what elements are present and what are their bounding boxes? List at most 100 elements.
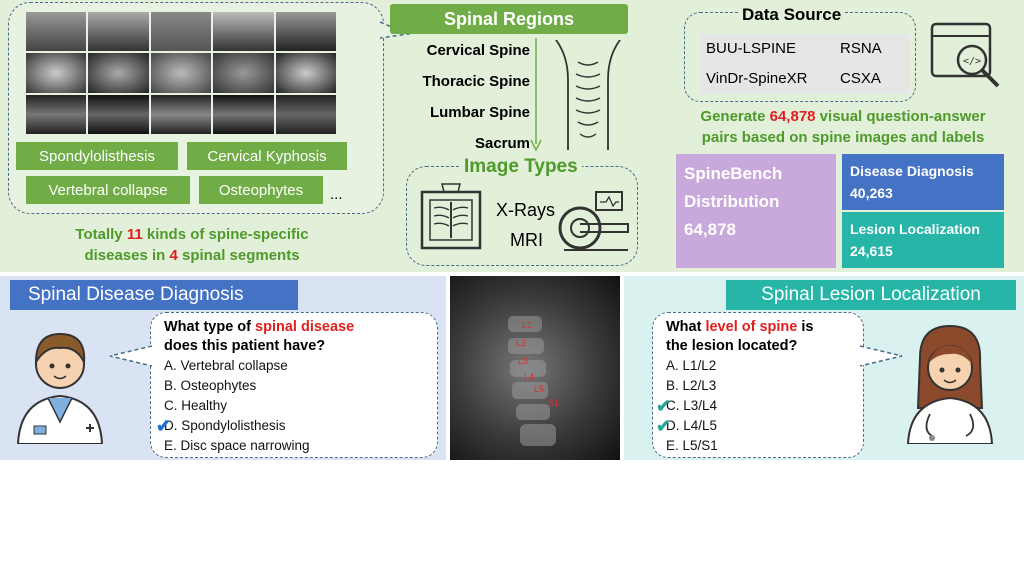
xray-thumbnail bbox=[275, 53, 336, 93]
doctor-male-avatar bbox=[16, 332, 104, 444]
xray-icon bbox=[420, 183, 482, 250]
doctor-female-avatar bbox=[906, 324, 994, 444]
xray-thumbnail bbox=[213, 12, 274, 52]
mri-scanner-icon bbox=[558, 191, 629, 251]
question-highlight: spinal disease bbox=[255, 319, 355, 335]
localization-options: A. L1/L2 B. L2/L3 C. L3/L4 D. L4/L5 E. L… bbox=[666, 356, 862, 456]
generate-text-part: pairs based on spine images and labels bbox=[701, 129, 985, 146]
mri-thumbnail bbox=[275, 94, 336, 134]
distribution-total: 64,878 bbox=[684, 220, 736, 239]
vertebra-label: L1 bbox=[522, 320, 533, 330]
diagnosis-question: What type of spinal disease does this pa… bbox=[164, 318, 434, 456]
distribution-value: 24,615 bbox=[850, 243, 893, 259]
mri-thumbnail bbox=[26, 94, 87, 134]
vertebra-label: S1 bbox=[548, 398, 560, 408]
regions-list: Cervical Spine Thoracic Spine Lumbar Spi… bbox=[398, 42, 530, 166]
arrow-down-icon bbox=[530, 38, 542, 152]
image-types-title: Image Types bbox=[460, 156, 582, 178]
mri-thumbnail bbox=[213, 94, 274, 134]
disease-count: 11 bbox=[126, 226, 143, 243]
distribution-label: Lesion Localization bbox=[850, 221, 980, 237]
xray-thumbnail-grid bbox=[26, 12, 336, 134]
diagnosis-options: A. Vertebral collapse B. Osteophytes C. … bbox=[164, 356, 434, 456]
generate-text: Generate 64,878 visual question-answer p… bbox=[662, 106, 1024, 148]
question-text: What type of bbox=[164, 319, 256, 335]
question-highlight: level of spine bbox=[705, 319, 798, 335]
localization-title: Spinal Lesion Localization bbox=[726, 280, 1016, 310]
answer-option[interactable]: C. Healthy bbox=[164, 398, 228, 413]
question-text: What bbox=[666, 319, 706, 335]
answer-option[interactable]: C. L3/L4 bbox=[666, 398, 718, 413]
answer-option[interactable]: D. L4/L5 bbox=[666, 418, 718, 433]
answer-option[interactable]: D. Spondylolisthesis bbox=[164, 418, 286, 433]
lumbar-xray-image bbox=[450, 276, 620, 460]
distribution-label: Distribution bbox=[684, 192, 780, 211]
checkmark-icon: ✔ bbox=[656, 416, 672, 436]
svg-text:</>: </> bbox=[963, 56, 981, 67]
question-text: is bbox=[797, 319, 814, 335]
question-text: does this patient have? bbox=[164, 338, 326, 354]
diagnosis-title: Spinal Disease Diagnosis bbox=[10, 280, 298, 310]
speech-pointer bbox=[109, 345, 153, 367]
disease-summary: Totally 11 kinds of spine-specific disea… bbox=[0, 224, 384, 266]
data-source-item: BUU-LSPINE bbox=[706, 40, 797, 57]
spine-torso-icon bbox=[555, 40, 621, 150]
region-item: Sacrum bbox=[474, 135, 530, 152]
generate-text-part: visual question-answer bbox=[815, 108, 986, 125]
distribution-value: 40,263 bbox=[850, 185, 893, 201]
image-type-label: MRI bbox=[510, 230, 543, 250]
answer-option[interactable]: E. L5/S1 bbox=[666, 438, 718, 453]
localization-question: What level of spine is the lesion locate… bbox=[666, 318, 862, 456]
xray-thumbnail bbox=[88, 53, 149, 93]
localization-question-box bbox=[652, 312, 864, 458]
xray-thumbnail bbox=[213, 53, 274, 93]
disease-tag: Osteophytes bbox=[199, 176, 323, 204]
vertebra-labels: L1 L2 L3 L4 L5 S1 bbox=[450, 276, 620, 460]
summary-text: spinal segments bbox=[177, 247, 300, 264]
xray-thumbnail bbox=[88, 12, 149, 52]
code-search-icon: </> bbox=[930, 22, 1000, 88]
xray-thumbnail bbox=[150, 12, 212, 52]
generate-text-part: Generate bbox=[700, 108, 770, 125]
summary-text: Totally bbox=[75, 226, 127, 243]
mri-thumbnail bbox=[150, 94, 212, 134]
data-source-item: VinDr-SpineXR bbox=[706, 70, 808, 87]
summary-text: diseases in bbox=[84, 247, 170, 264]
vertebra-label: L2 bbox=[516, 338, 527, 348]
disease-tag: Spondylolisthesis bbox=[16, 142, 178, 170]
answer-option[interactable]: A. Vertebral collapse bbox=[164, 358, 288, 373]
disease-tag: Vertebral collapse bbox=[26, 176, 190, 204]
tags-ellipsis: ... bbox=[330, 186, 343, 203]
disease-tag: Cervical Kyphosis bbox=[187, 142, 347, 170]
checkmark-icon: ✔ bbox=[156, 416, 172, 436]
xray-thumbnail bbox=[26, 53, 87, 93]
vertebra-label: L4 bbox=[524, 372, 535, 382]
mri-thumbnail bbox=[88, 94, 149, 134]
answer-option[interactable]: A. L1/L2 bbox=[666, 358, 717, 373]
region-item: Lumbar Spine bbox=[429, 104, 530, 121]
vertebra-label: L5 bbox=[534, 384, 545, 394]
xray-thumbnail bbox=[275, 12, 336, 52]
speech-pointer bbox=[859, 345, 903, 367]
data-source-item: CSXA bbox=[840, 70, 881, 87]
answer-option[interactable]: B. L2/L3 bbox=[666, 378, 717, 393]
summary-text: kinds of spine-specific bbox=[142, 226, 309, 243]
segment-count: 4 bbox=[169, 247, 178, 264]
xray-thumbnail bbox=[26, 12, 87, 52]
diagnosis-question-box bbox=[150, 312, 438, 458]
xray-thumbnail bbox=[150, 53, 212, 93]
data-source-title: Data Source bbox=[738, 5, 846, 25]
question-text: the lesion located? bbox=[666, 338, 798, 354]
answer-option[interactable]: B. Osteophytes bbox=[164, 378, 257, 393]
data-source-item: RSNA bbox=[840, 40, 882, 57]
image-type-label: X-Rays bbox=[496, 200, 556, 220]
qa-pair-count: 64,878 bbox=[769, 108, 816, 125]
data-source-list: BUU-LSPINE RSNA VinDr-SpineXR CSXA bbox=[700, 34, 910, 94]
distribution-label: Disease Diagnosis bbox=[850, 163, 974, 179]
vertebra-label: L3 bbox=[518, 356, 529, 366]
answer-option[interactable]: E. Disc space narrowing bbox=[164, 438, 310, 453]
region-item: Cervical Spine bbox=[426, 42, 530, 59]
xray-spine-drawing bbox=[508, 316, 556, 446]
region-item: Thoracic Spine bbox=[422, 73, 530, 90]
distribution-diagnosis-block: Disease Diagnosis 40,263 bbox=[842, 154, 1004, 210]
